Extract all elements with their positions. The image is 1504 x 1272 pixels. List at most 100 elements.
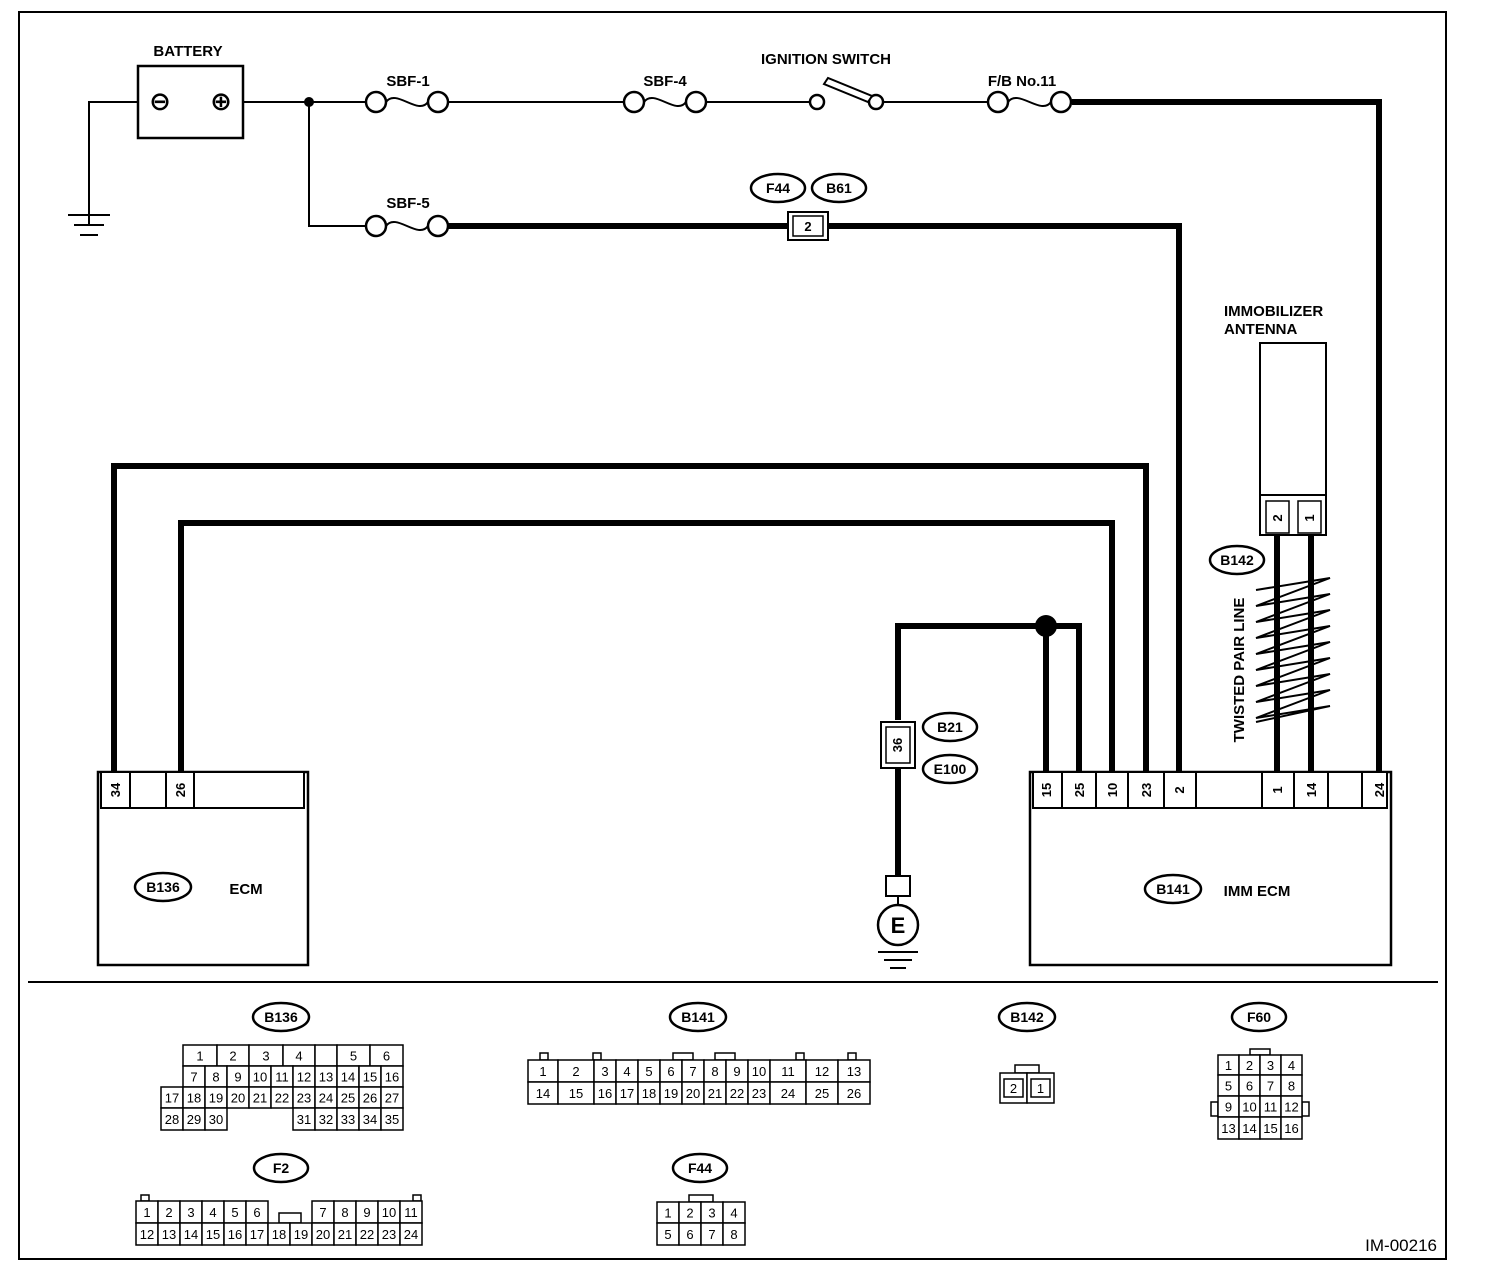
connector-pin-label: 18 <box>642 1086 656 1101</box>
connector-cell <box>314 1044 338 1067</box>
connector-pin-label: 13 <box>847 1064 861 1079</box>
fuse-sbf5: SBF-5 <box>364 195 450 238</box>
connector-cell <box>722 1222 746 1246</box>
battery-junction-dot <box>304 97 314 107</box>
connector-pin-label: 18 <box>272 1227 286 1242</box>
connector-cell <box>204 1107 228 1131</box>
connector-pin-label: 10 <box>752 1064 766 1079</box>
connector-pin-label: 1 <box>539 1064 546 1079</box>
connector-pin-label: 9 <box>363 1205 370 1220</box>
connector-pin-label: 13 <box>162 1227 176 1242</box>
imm-ecm-pin-2: 2 <box>1172 786 1187 793</box>
connector-pin-label: 2 <box>572 1064 579 1079</box>
battery-negative-icon: ⊖ <box>149 86 171 116</box>
connector-pin-label: 14 <box>1242 1121 1256 1136</box>
connector-pin-label: 22 <box>360 1227 374 1242</box>
connector-pin-label: 16 <box>1284 1121 1298 1136</box>
connector-cell-inner <box>1003 1078 1024 1098</box>
connector-pin-label: 6 <box>383 1049 390 1064</box>
imm-ecm-pin-23: 23 <box>1139 783 1154 797</box>
imm-ecm-pin-1: 1 <box>1270 786 1285 793</box>
antenna-pin-1: 1 <box>1302 514 1317 521</box>
connector-pin-label: 10 <box>253 1070 267 1085</box>
b61-oval-label: B61 <box>826 180 852 196</box>
connector-pin-label: 14 <box>536 1086 550 1101</box>
connector-pin-label: 1 <box>664 1206 671 1221</box>
ignition-switch-label: IGNITION SWITCH <box>761 51 891 68</box>
connector-pin-label: 15 <box>206 1227 220 1242</box>
legend-f2-title: F2 <box>273 1160 290 1176</box>
connector-pin-label: 13 <box>1221 1121 1235 1136</box>
legend-f44-title: F44 <box>688 1160 712 1176</box>
connector-pin-label: 4 <box>295 1049 302 1064</box>
connector-pin-label: 4 <box>209 1205 216 1220</box>
imm-ecm-unit: 15 25 10 23 2 1 14 24 B141 IMM ECM <box>1028 770 1393 967</box>
connector-pin-label: 2 <box>1010 1081 1017 1096</box>
connector-cell <box>399 1222 423 1246</box>
connector-pin-label: 16 <box>598 1086 612 1101</box>
battery-box <box>136 64 245 140</box>
connector-pin-label: 10 <box>382 1205 396 1220</box>
connector-pin-label: 15 <box>569 1086 583 1101</box>
imm-ecm-pin-25: 25 <box>1072 783 1087 797</box>
connector-pin-label: 2 <box>686 1206 693 1221</box>
connector-pin-label: 1 <box>1037 1081 1044 1096</box>
twisted-pair-zigzag <box>1255 577 1331 723</box>
connector-pin-label: 23 <box>382 1227 396 1242</box>
sbf4-label: SBF-4 <box>643 73 687 90</box>
connector-pin-label: 8 <box>212 1070 219 1085</box>
connector-pin-label: 5 <box>231 1205 238 1220</box>
ecm-pin-26: 26 <box>173 783 188 797</box>
connector-pin-label: 20 <box>231 1091 245 1106</box>
connector-cell <box>837 1081 871 1105</box>
connector-pin-label: 19 <box>294 1227 308 1242</box>
connector-pin-label: 17 <box>620 1086 634 1101</box>
connector-pin-label: 4 <box>1288 1058 1295 1073</box>
battery-ground-symbol <box>68 214 110 236</box>
connector-pin-label: 34 <box>363 1112 377 1127</box>
connector-pin-label: 30 <box>209 1112 223 1127</box>
ecm-label: ECM <box>229 881 262 898</box>
imm-ecm-pin-14: 14 <box>1304 782 1319 797</box>
connector-pin-label: 24 <box>319 1091 333 1106</box>
connector-pin-label: 12 <box>297 1070 311 1085</box>
connector-pin-label: 35 <box>385 1112 399 1127</box>
ground-junction-dot <box>1035 615 1057 637</box>
connector-pin-label: 5 <box>645 1064 652 1079</box>
connector-pin-label: 7 <box>1267 1079 1274 1094</box>
connector-pin-label: 7 <box>689 1064 696 1079</box>
ground-e-symbol: E <box>876 875 920 969</box>
connector-pin-label: 11 <box>275 1070 289 1085</box>
connector-pin-label: 21 <box>338 1227 352 1242</box>
diagram-frame <box>18 11 1447 1260</box>
ground-e-label: E <box>891 913 906 938</box>
connector-pin-label: 16 <box>385 1070 399 1085</box>
connector-pin-label: 24 <box>404 1227 418 1242</box>
connector-pin-label: 14 <box>184 1227 198 1242</box>
connector-pin-label: 3 <box>601 1064 608 1079</box>
connector-pin-label: 6 <box>686 1227 693 1242</box>
figure-reference: IM-00216 <box>1365 1236 1437 1255</box>
thick-wires <box>111 99 1382 876</box>
connector-pin-label: 2 <box>165 1205 172 1220</box>
connector-pin-label: 13 <box>319 1070 333 1085</box>
connector-pin-label: 20 <box>316 1227 330 1242</box>
connector-pin-label: 3 <box>187 1205 194 1220</box>
connector-pin-label: 21 <box>708 1086 722 1101</box>
connector-pin-label: 9 <box>1225 1100 1232 1115</box>
connector-pin-label: 6 <box>1246 1079 1253 1094</box>
connector-pin-label: 3 <box>262 1049 269 1064</box>
connector-pin-label: 7 <box>190 1070 197 1085</box>
connector-pin-label: 3 <box>708 1206 715 1221</box>
legend-b141-title: B141 <box>681 1009 715 1025</box>
b21-e100-pin: 36 <box>890 738 905 752</box>
connector-pin-label: 7 <box>319 1205 326 1220</box>
connector-pin-label: 14 <box>341 1070 355 1085</box>
connector-pin-label: 12 <box>140 1227 154 1242</box>
connector-pin-label: 20 <box>686 1086 700 1101</box>
connector-cell <box>1280 1116 1303 1140</box>
